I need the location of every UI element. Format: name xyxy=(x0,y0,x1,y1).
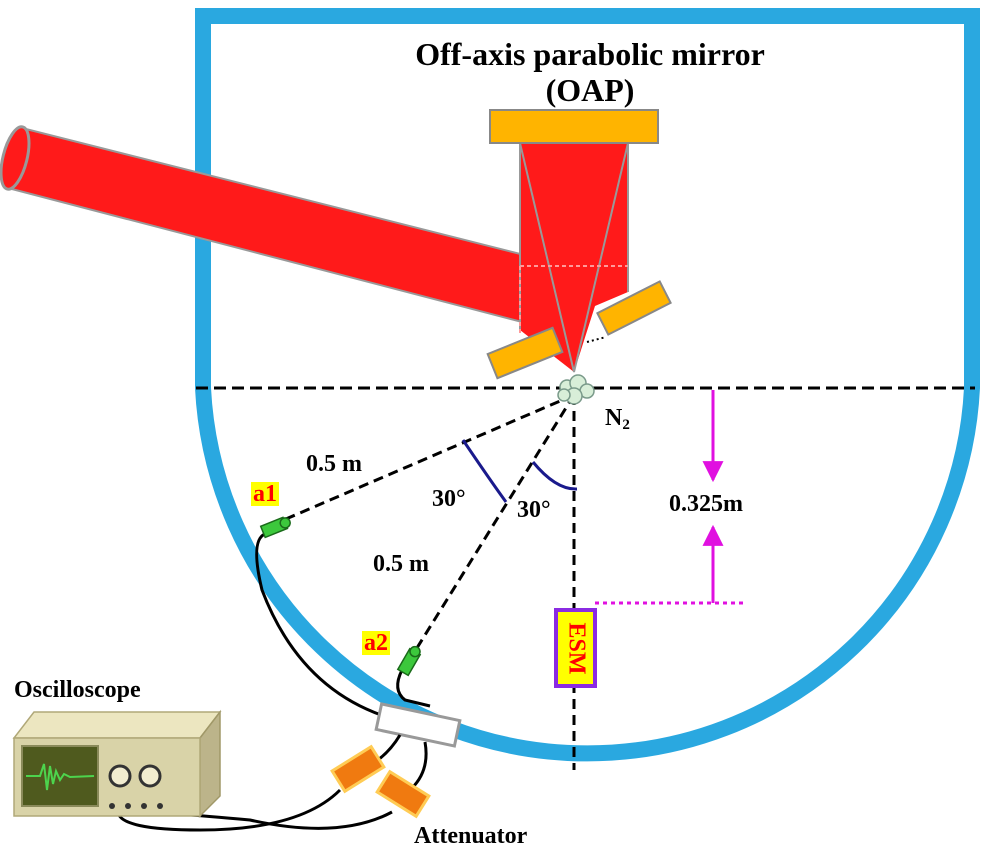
turning-mirror-left xyxy=(486,326,564,380)
waveform xyxy=(26,763,95,791)
feedthrough-flange xyxy=(374,702,462,748)
oscilloscope-knob-2 xyxy=(138,764,162,788)
n2-label: N2 xyxy=(605,405,630,433)
esm-label: ESM xyxy=(563,621,590,675)
line-to-a1 xyxy=(264,393,575,530)
angle-a1-label: 30° xyxy=(432,486,466,512)
attenuator-label: Attenuator xyxy=(414,823,528,849)
probe-a2 xyxy=(396,645,422,677)
height-label: 0.325m xyxy=(669,491,743,517)
probe-a2-label: a2 xyxy=(362,630,390,656)
line-to-a2 xyxy=(405,394,576,665)
oscilloscope-label: Oscilloscope xyxy=(14,677,141,703)
cable-a1 xyxy=(255,532,391,720)
angle-arc-a2 xyxy=(531,461,578,491)
attenuator-2 xyxy=(375,769,431,819)
title-line-1: Off-axis parabolic mirror xyxy=(415,36,765,72)
distance-a2-label: 0.5 m xyxy=(373,551,429,577)
title-line-2: (OAP) xyxy=(545,72,635,108)
angle-arc-a1 xyxy=(461,439,508,503)
cable-a2 xyxy=(396,669,431,708)
plasma-focus-cloud xyxy=(557,374,595,405)
oap-mirror xyxy=(489,109,659,144)
probe-a1 xyxy=(259,516,291,539)
esm-box xyxy=(554,608,597,688)
esm-label-box: ESM xyxy=(556,610,595,686)
probe-a1-label: a1 xyxy=(251,481,279,507)
laser-beam xyxy=(0,125,630,373)
attenuator-1 xyxy=(330,744,386,794)
distance-a1-label: 0.5 m xyxy=(306,451,362,477)
turning-mirror-right xyxy=(596,280,672,336)
angle-a2-label: 30° xyxy=(517,497,551,523)
oscilloscope-knob-1 xyxy=(108,764,132,788)
oscilloscope xyxy=(12,709,222,818)
